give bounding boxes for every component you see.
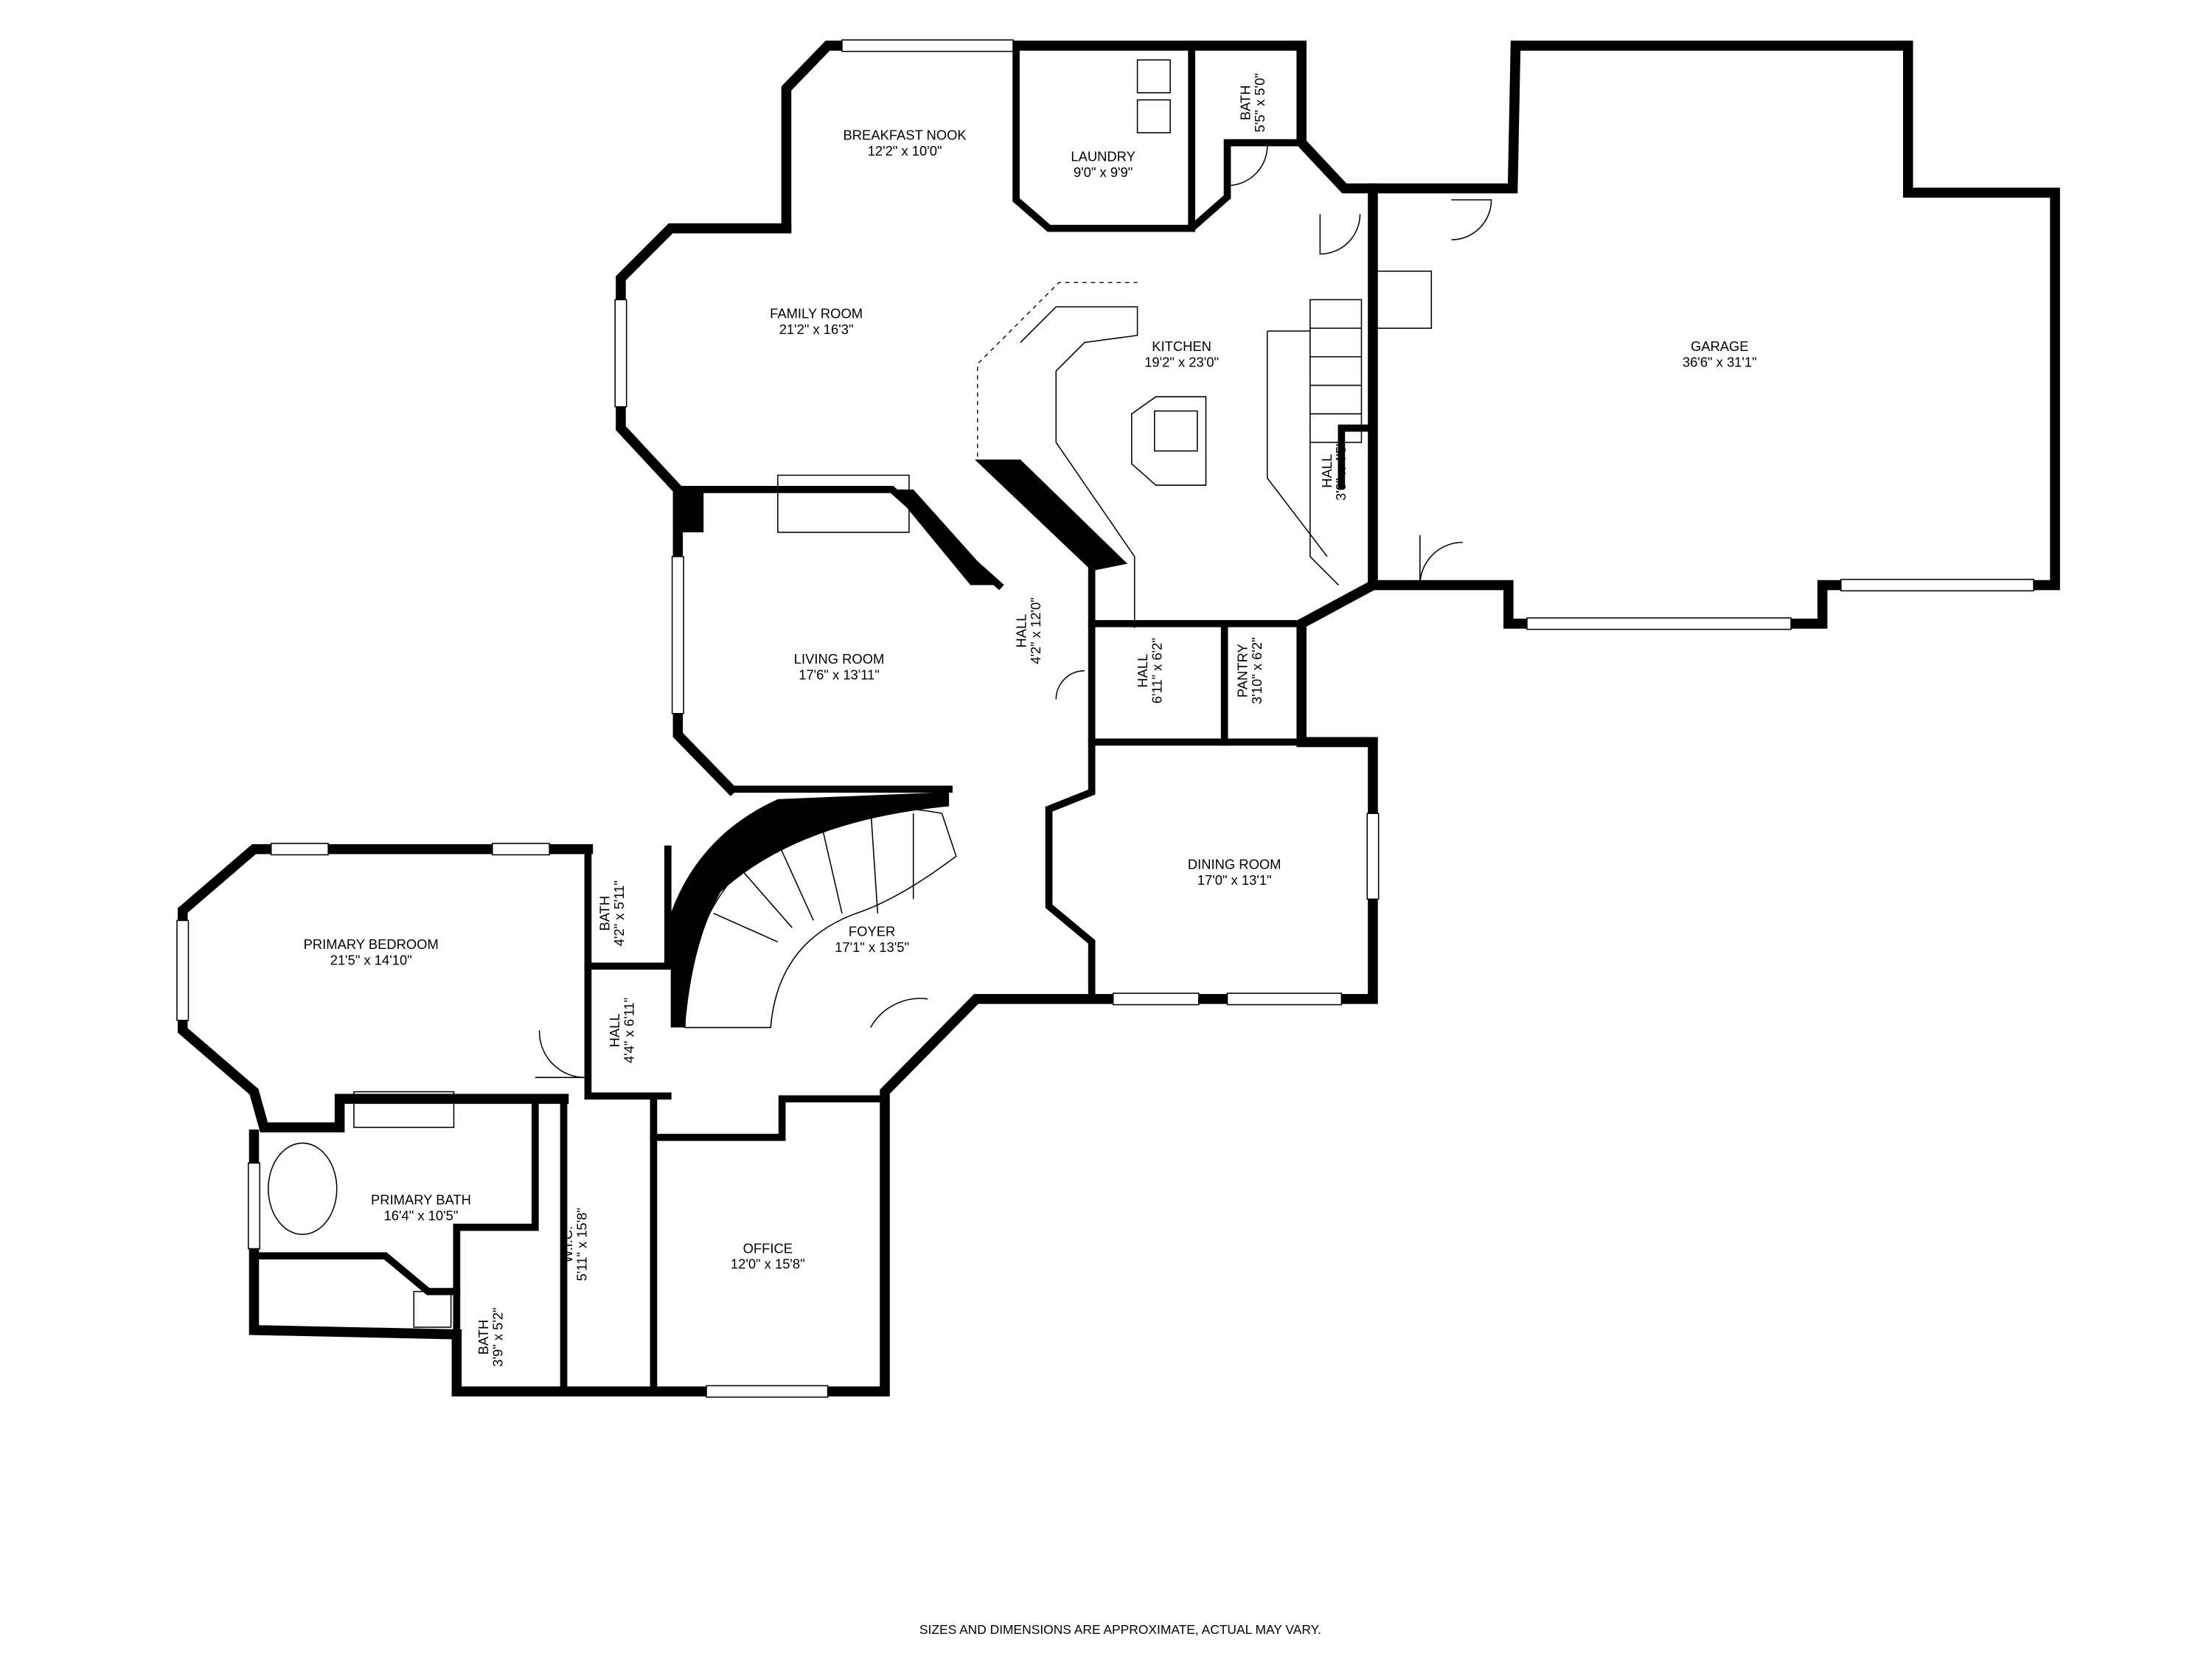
disclaimer: SIZES AND DIMENSIONS ARE APPROXIMATE, AC… xyxy=(919,1622,1321,1637)
room-label-hall-main: HALL4'2" x 12'0" xyxy=(1014,597,1043,664)
doors xyxy=(535,142,1492,1079)
room-label-pantry: PANTRY3'10" x 6'2" xyxy=(1235,637,1265,704)
solid-walls xyxy=(670,459,1128,1028)
room-label-bath-foyer: BATH4'2" x 5'11" xyxy=(597,880,626,946)
room-label-bath-laundry: BATH5'5" x 5'0" xyxy=(1237,73,1267,132)
room-label-hall-kitchen: HALL6'11" x 6'2" xyxy=(1135,638,1164,703)
room-label-hall-bedroom: HALL4'4" x 6'11" xyxy=(607,998,636,1063)
room-label-wic: W.I.C.5'11" x 15'8" xyxy=(560,1208,589,1281)
room-label-hall-garage: HALL3'0" x 4'5" xyxy=(1319,442,1349,501)
fixtures xyxy=(268,59,1433,1328)
interior-walls xyxy=(250,42,1377,1395)
exterior-walls xyxy=(177,41,2060,1397)
windows xyxy=(176,39,2034,1398)
room-label-bath-small: BATH3'9" x 5'2" xyxy=(476,1307,505,1366)
